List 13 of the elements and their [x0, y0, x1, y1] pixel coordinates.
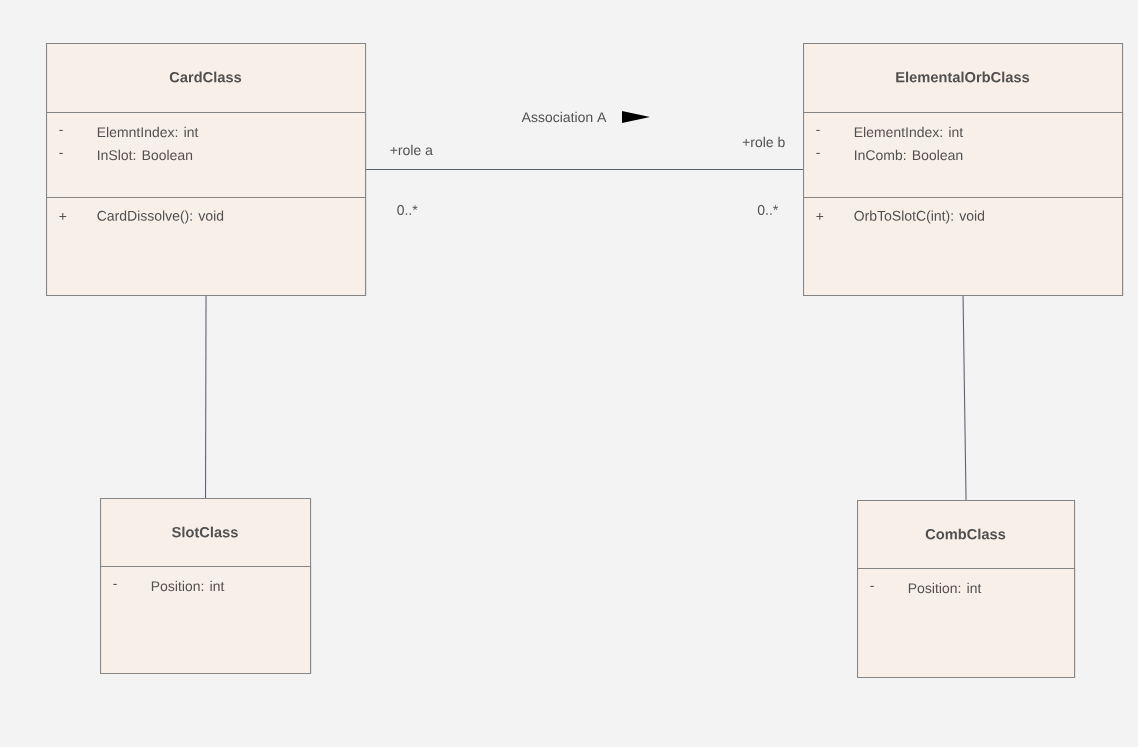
member-compartment: - Position: int [857, 568, 1076, 679]
association-line [962, 295, 967, 501]
member-compartment: - ElementIndex: int - InComb: Boolean [803, 112, 1124, 199]
role-label: 0..* [757, 205, 779, 215]
association-line [365, 169, 804, 171]
member-compartment: - Position: int [100, 566, 312, 675]
role-label: +role b [742, 136, 785, 148]
member-compartment: + CardDissolve(): void [46, 197, 367, 297]
member-compartment: - ElemntIndex: int - InSlot: Boolean [46, 112, 367, 199]
association-line [205, 295, 207, 499]
role-label: 0..* [397, 205, 418, 215]
role-label: +role a [390, 144, 433, 156]
member-compartment: + OrbToSlotC(int): void [803, 197, 1124, 297]
